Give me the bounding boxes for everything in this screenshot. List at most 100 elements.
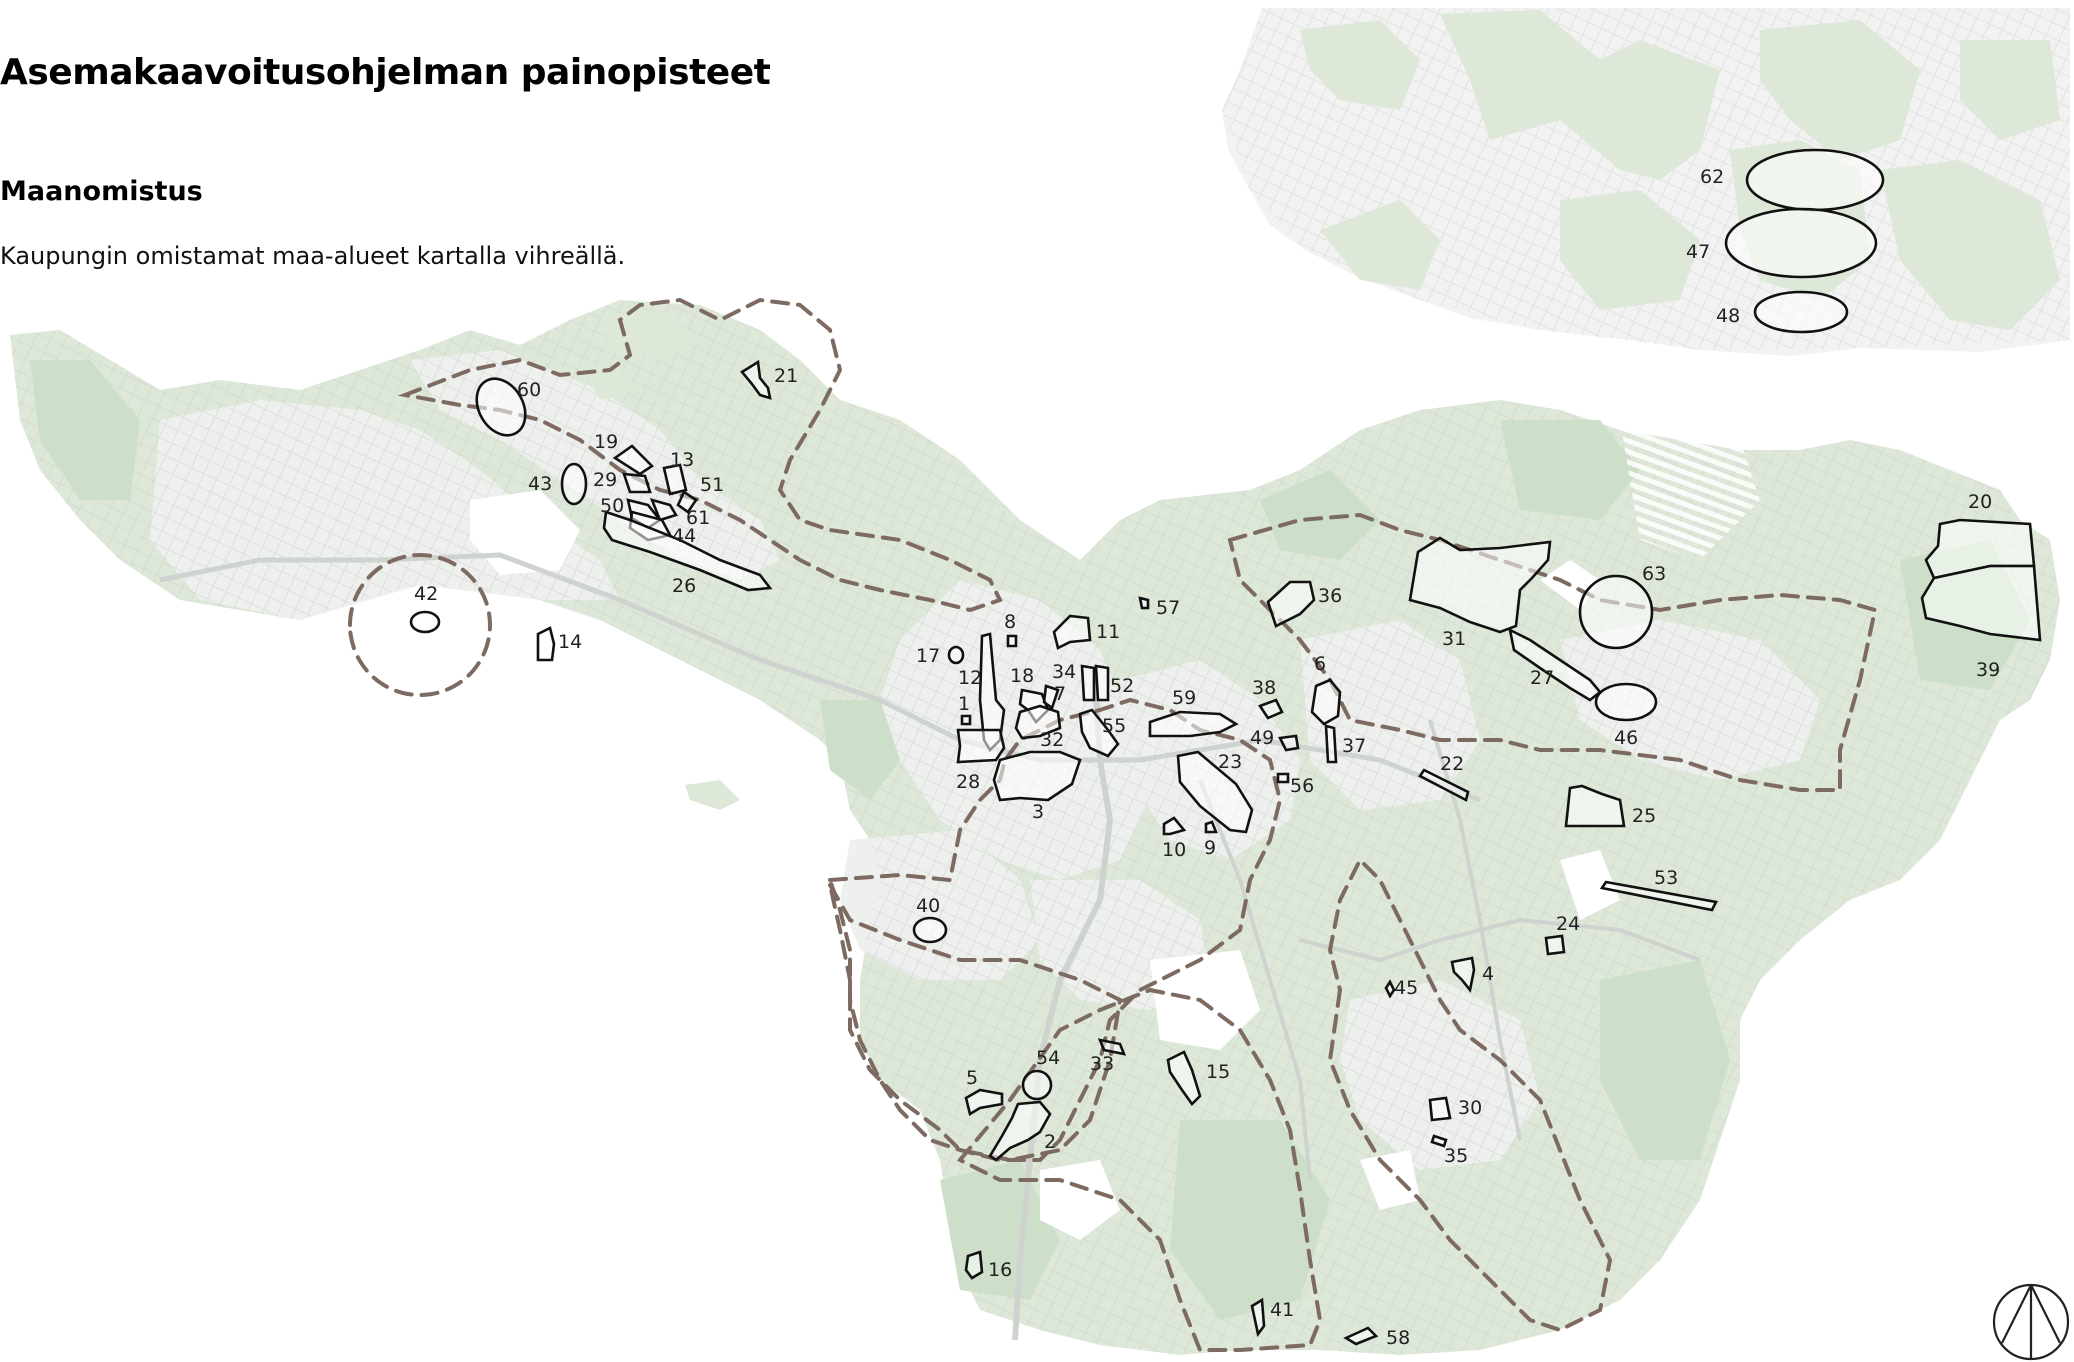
area-shape-9[interactable] [1204,820,1218,834]
area-shape-33[interactable] [1097,1038,1127,1056]
area-label-40: 40 [916,895,940,917]
area-shape-4[interactable] [1450,956,1476,993]
area-label-62: 62 [1700,166,1724,188]
area-shape-60[interactable] [467,370,535,444]
area-label-38: 38 [1252,677,1276,699]
area-label-35: 35 [1444,1145,1468,1167]
section-subtitle: Maanomistus [0,176,203,207]
area-shape-54[interactable] [1021,1069,1053,1101]
area-label-2: 2 [1044,1131,1056,1153]
area-shape-53[interactable] [1599,880,1718,912]
area-shape-34[interactable] [1080,664,1096,702]
area-label-20: 20 [1968,491,1992,513]
area-shape-51[interactable] [676,490,698,514]
area-shape-6[interactable] [1310,678,1342,726]
area-shape-3[interactable] [992,750,1082,802]
area-shape-1[interactable] [960,714,972,726]
area-label-33: 33 [1090,1053,1114,1075]
area-shape-21[interactable] [740,359,772,400]
area-label-5: 5 [966,1067,978,1089]
area-shape-24[interactable] [1544,934,1566,956]
focus-boundary-north-west [397,297,1003,613]
area-shape-31[interactable] [1408,536,1552,634]
area-label-7: 7 [1054,683,1066,705]
area-shape-47[interactable] [1724,207,1878,279]
area-shape-38[interactable] [1258,698,1284,720]
area-shape-30[interactable] [1428,1096,1452,1122]
area-label-30: 30 [1458,1097,1482,1119]
north-map-fragment [1222,8,2070,356]
area-shape-25[interactable] [1564,784,1626,828]
area-shape-26[interactable] [602,510,773,592]
area-shape-13[interactable] [662,463,688,496]
area-label-18: 18 [1010,665,1034,687]
area-shape-61[interactable] [649,498,678,522]
area-label-56: 56 [1290,775,1314,797]
area-shape-43[interactable] [560,462,588,506]
area-label-3: 3 [1032,801,1044,823]
area-label-49: 49 [1250,727,1274,749]
area-label-23: 23 [1218,751,1242,773]
area-label-32: 32 [1040,729,1064,751]
area-shape-48[interactable] [1753,290,1849,334]
area-shape-19[interactable] [612,444,655,476]
focus-boundary-south [956,987,1323,1352]
area-shape-52[interactable] [1094,664,1110,702]
area-shape-11[interactable] [1052,614,1092,650]
area-label-54: 54 [1036,1047,1060,1069]
area-shape-58[interactable] [1343,1326,1379,1346]
area-shape-46[interactable] [1594,682,1658,722]
area-shape-36[interactable] [1266,580,1316,628]
area-shape-16[interactable] [964,1250,984,1280]
area-label-27: 27 [1530,667,1554,689]
area-label-41: 41 [1270,1299,1294,1321]
area-shape-55[interactable] [1078,708,1120,758]
area-shape-35[interactable] [1430,1134,1448,1148]
area-label-46: 46 [1614,727,1638,749]
area-shape-23[interactable] [1176,750,1254,834]
area-shape-2[interactable] [988,1100,1052,1162]
area-shape-32[interactable] [1014,704,1062,740]
area-label-37: 37 [1342,735,1366,757]
area-shape-10[interactable] [1162,816,1187,836]
area-label-6: 6 [1314,653,1326,675]
area-shape-28[interactable] [956,728,1006,764]
area-shape-49[interactable] [1278,734,1300,752]
area-shape-56[interactable] [1276,772,1290,784]
focus-boundary-south-east [1327,856,1613,1333]
area-label-8: 8 [1004,611,1016,633]
area-shape-62[interactable] [1745,148,1885,212]
area-label-42: 42 [414,583,438,605]
area-shape-14[interactable] [536,626,556,662]
area-shape-27[interactable] [1508,627,1602,702]
area-shape-45[interactable] [1384,979,1396,999]
area-shape-17[interactable] [947,645,965,665]
area-shape-8[interactable] [1006,634,1018,648]
area-label-47: 47 [1686,241,1710,263]
area-label-60: 60 [517,379,541,401]
area-label-36: 36 [1318,585,1342,607]
area-shape-37[interactable] [1324,724,1338,764]
area-shape-5[interactable] [964,1088,1004,1117]
area-shape-42[interactable] [409,610,441,634]
area-shape-41[interactable] [1250,1297,1266,1338]
area-shape-22[interactable] [1418,768,1470,802]
area-shape-57[interactable] [1138,596,1150,610]
page-title: Asemakaavoitusohjelman painopisteet [0,52,771,93]
area-label-51: 51 [700,474,724,496]
area-shape-7[interactable] [1042,684,1060,711]
area-label-50: 50 [600,495,624,517]
area-shape-15[interactable] [1166,1050,1202,1107]
area-shape-63[interactable] [1578,574,1654,650]
area-label-59: 59 [1172,687,1196,709]
area-label-29: 29 [593,469,617,491]
area-shape-39[interactable] [1920,564,2042,642]
area-shape-40[interactable] [912,916,948,944]
area-shape-29[interactable] [622,472,652,494]
area-shape-59[interactable] [1148,710,1239,738]
area-label-9: 9 [1204,837,1216,859]
area-label-57: 57 [1156,597,1180,619]
area-label-61: 61 [686,507,710,529]
